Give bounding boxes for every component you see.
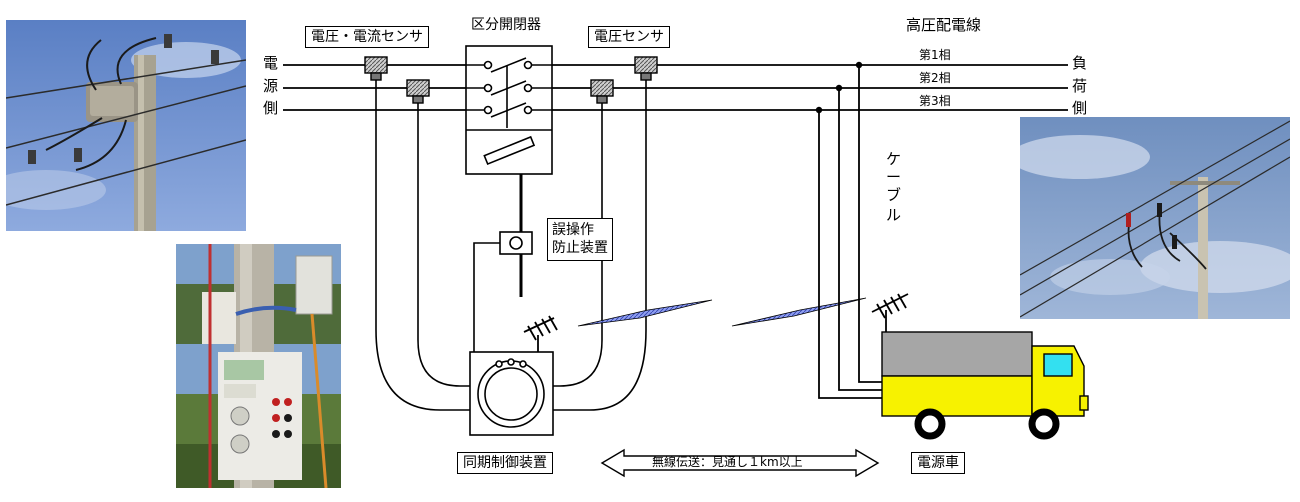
vc-sensor-label: 電圧・電流センサ (305, 26, 429, 48)
phase3-label: 第3相 (919, 94, 951, 108)
sync-controller-device (469, 351, 554, 436)
cable-char-1: ケ (886, 150, 902, 168)
sensor-vc-1 (364, 56, 388, 81)
sensor-wires (375, 76, 647, 411)
source-side-char-2: 源 (263, 77, 279, 95)
interlock-device (473, 231, 533, 360)
cable-char-2: ー (886, 168, 902, 186)
source-side-char-1: 電 (263, 54, 279, 72)
controller-antenna (523, 315, 558, 352)
wireless-label: 無線伝送：見通し１km以上 (652, 455, 803, 469)
power-vehicle-label: 電源車 (911, 452, 965, 474)
interlock-label-line-2: 防止装置 (552, 239, 608, 256)
hv-line-label: 高圧配電線 (906, 16, 982, 34)
photo-controller-box (176, 244, 341, 488)
section-switch (465, 45, 553, 175)
cable-junction-dots (815, 61, 863, 114)
truck-antenna (871, 293, 909, 332)
phase1-label: 第1相 (919, 48, 951, 62)
v-sensor-label: 電圧センサ (588, 26, 670, 48)
load-side-char-1: 負 (1072, 54, 1088, 72)
source-side-char-3: 側 (263, 99, 279, 117)
power-vehicle (881, 331, 1089, 440)
cable-char-3: ブ (886, 186, 902, 204)
phase2-label: 第2相 (919, 71, 951, 85)
sync-controller-label: 同期制御装置 (457, 452, 553, 474)
sensor-v-1 (590, 79, 614, 104)
cable-char-4: ル (886, 206, 902, 224)
photo-pole-switch (6, 20, 246, 231)
interlock-label-line-1: 誤操作 (552, 222, 594, 238)
sensor-v-2 (634, 56, 658, 81)
load-side-char-2: 荷 (1072, 77, 1088, 95)
load-side-char-3: 側 (1072, 99, 1088, 117)
wireless-arrow (600, 448, 880, 478)
cable-lines (818, 65, 882, 399)
interlock-label: 誤操作 防止装置 (547, 218, 613, 261)
sensor-vc-2 (406, 79, 430, 104)
radio-waves (577, 297, 867, 327)
switch-label: 区分開閉器 (471, 17, 541, 33)
photo-overhead-lines (1020, 117, 1290, 319)
